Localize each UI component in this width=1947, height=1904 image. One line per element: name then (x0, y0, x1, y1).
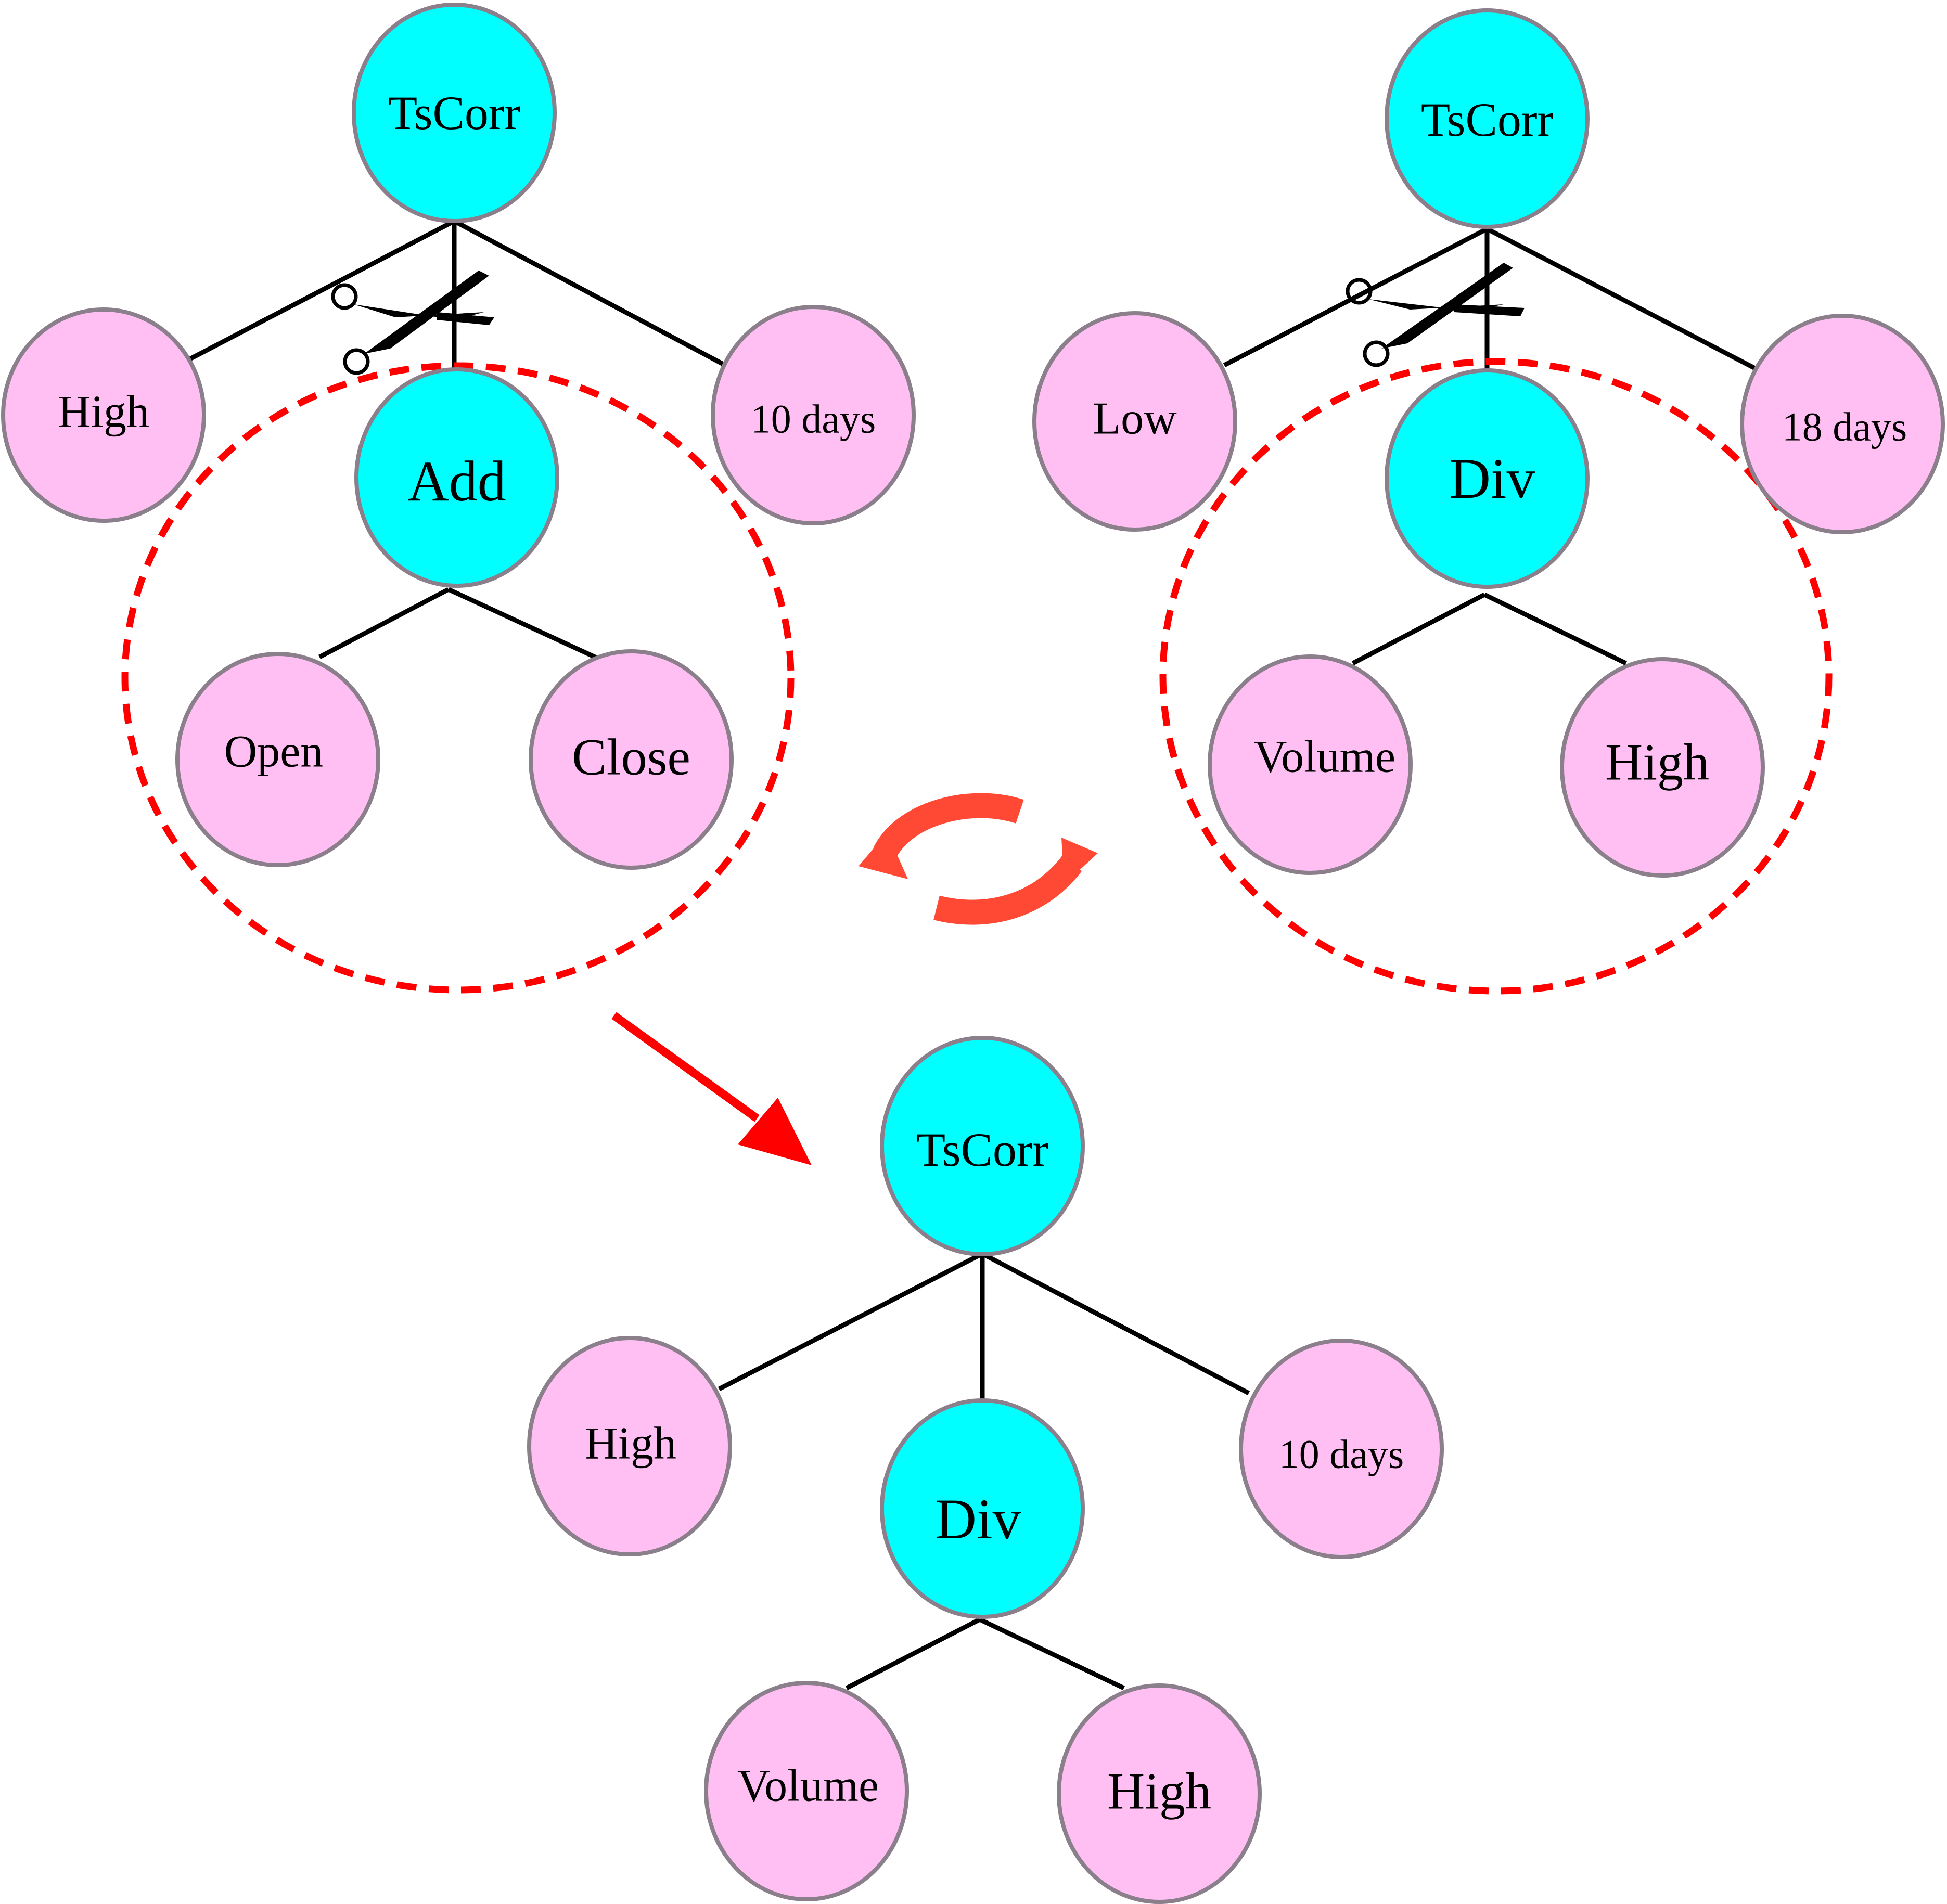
node-label: Close (572, 728, 690, 786)
node-label: Volume (1254, 732, 1395, 782)
node-label: Div (936, 1487, 1021, 1551)
node-label: 18 days (1782, 404, 1907, 449)
node-label: Open (224, 727, 324, 777)
node-terminal-right-volume: Volume (1208, 654, 1413, 875)
swap-arrows-icon (859, 793, 1098, 925)
node-terminal-offspring-volume: Volume (704, 1681, 909, 1901)
node-label: High (585, 1419, 676, 1469)
node-label: TsCorr (1421, 93, 1553, 146)
subtree-highlight-left (121, 362, 795, 994)
edges-offspring (718, 1251, 1250, 1691)
node-label: Volume (737, 1761, 879, 1811)
node-terminal-offspring-high-2: High (1057, 1683, 1262, 1904)
node-terminal-offspring-10days: 10 days (1239, 1339, 1444, 1559)
node-terminal-left-10days: 10 days (711, 305, 916, 525)
node-root-offspring: TsCorr (880, 1036, 1085, 1256)
arrow-right-down-icon (611, 1012, 812, 1165)
subtree-highlight-right (1159, 358, 1833, 995)
node-root-left: TsCorr (352, 3, 557, 223)
node-operator-right-div: Div (1385, 368, 1590, 589)
parent-tree-left: TsCorr High Add 10 days Open Close (1, 3, 916, 994)
node-label: 10 days (1279, 1432, 1404, 1477)
offspring-tree: TsCorr High Div 10 days Volume High (527, 1036, 1444, 1904)
node-root-right: TsCorr (1385, 8, 1590, 229)
scissors-icon (331, 271, 494, 375)
edges-right (1223, 227, 1757, 666)
node-label: TsCorr (388, 86, 520, 139)
node-terminal-right-18days: 18 days (1740, 314, 1945, 534)
node-label: Add (407, 449, 506, 513)
node-label: High (1107, 1763, 1211, 1820)
node-label: Low (1093, 394, 1177, 444)
scissors-icon (1346, 263, 1525, 367)
node-label: High (58, 387, 149, 438)
node-label: 10 days (751, 396, 876, 442)
node-terminal-right-high: High (1560, 657, 1765, 878)
node-label: High (1605, 734, 1709, 791)
node-operator-offspring-div: Div (880, 1398, 1085, 1619)
parent-tree-right: TsCorr Low Div 18 days Volume High (1032, 8, 1945, 995)
node-terminal-left-high: High (1, 307, 206, 523)
node-terminal-offspring-high: High (527, 1336, 732, 1556)
node-terminal-right-low: Low (1032, 311, 1237, 532)
node-label: Div (1450, 447, 1535, 510)
node-operator-left-add: Add (354, 367, 559, 588)
node-terminal-left-close: Close (529, 649, 734, 870)
edges-left (188, 219, 725, 661)
node-label: TsCorr (916, 1123, 1048, 1176)
node-terminal-left-open: Open (175, 652, 380, 867)
